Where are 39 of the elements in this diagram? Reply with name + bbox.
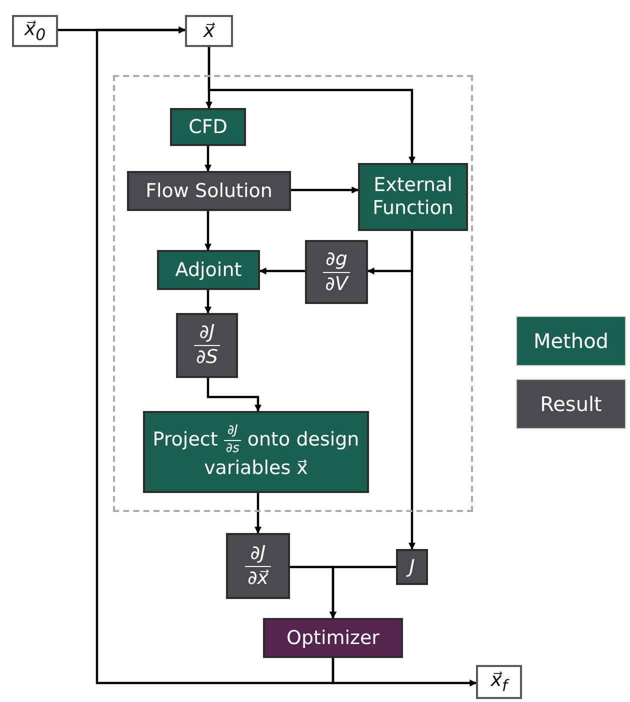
arrow — [204, 146, 212, 172]
result-box — [305, 240, 368, 304]
node-label: External Function — [372, 174, 454, 220]
method-box — [143, 411, 369, 493]
vector-box — [185, 15, 233, 47]
legend-label: Method — [533, 329, 608, 353]
result-box — [176, 313, 238, 378]
arrow — [332, 658, 477, 686]
node-label: Optimizer — [286, 626, 380, 650]
vector-box — [476, 665, 522, 699]
fraction-label: ∂J ∂S — [194, 322, 220, 369]
vector-label: x⃗$_{0}$ — [24, 18, 46, 44]
fraction-label: ∂g ∂V — [323, 248, 350, 296]
fraction-label: ∂J ∂x⃗ — [245, 542, 271, 590]
arrow — [206, 378, 262, 412]
result-box — [127, 171, 291, 211]
vector-label: x⃗$_{f}$ — [490, 669, 508, 695]
node-label: Adjoint — [175, 258, 242, 282]
arrow — [96, 26, 334, 684]
arrow — [208, 47, 416, 164]
vector-box — [12, 15, 58, 47]
legend-label: Result — [540, 392, 602, 416]
arrow — [204, 211, 212, 251]
dashed-group-box — [113, 75, 473, 512]
arrow — [291, 186, 359, 194]
arrow — [204, 290, 212, 314]
node-label: CFD — [188, 116, 228, 138]
arrow — [254, 493, 262, 534]
arrow — [259, 268, 305, 274]
result-box — [396, 549, 428, 585]
method-box — [170, 108, 246, 146]
vector-label: x⃗ — [203, 20, 215, 42]
optimizer-box — [263, 618, 403, 658]
method-box — [358, 163, 468, 231]
node-label: Flow Solution — [146, 180, 272, 202]
result-box — [226, 533, 290, 599]
arrow — [330, 566, 396, 619]
method-box — [157, 250, 260, 290]
arrow — [408, 231, 416, 550]
